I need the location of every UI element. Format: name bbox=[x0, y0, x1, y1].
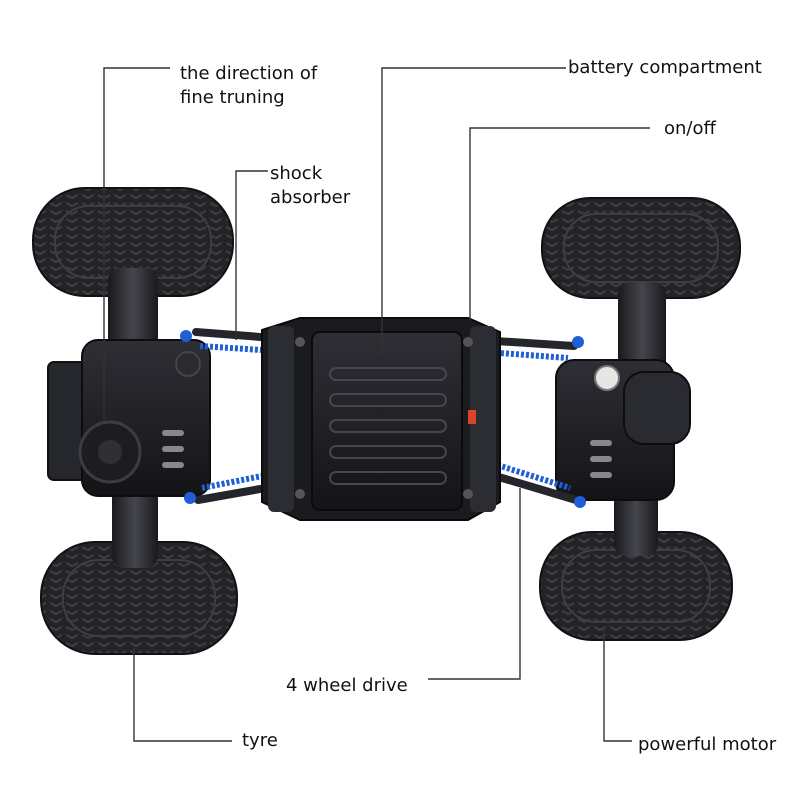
label-tyre: tyre bbox=[242, 730, 278, 751]
leader-on-off bbox=[469, 127, 650, 320]
label-shock-absorber-line1: shock bbox=[270, 163, 323, 184]
label-powerful-motor: powerful motor bbox=[638, 734, 777, 755]
label-shock-absorber: shock absorber bbox=[270, 162, 350, 210]
leader-tyre bbox=[133, 648, 232, 742]
leader-4-wheel-drive bbox=[428, 488, 521, 680]
leader-battery-compartment bbox=[381, 67, 566, 356]
label-4-wheel-drive: 4 wheel drive bbox=[286, 675, 408, 696]
leader-fine-turning bbox=[103, 67, 170, 420]
left-axle-housing bbox=[47, 268, 211, 568]
label-fine-turning: the direction of fine truning bbox=[180, 62, 317, 110]
label-battery-compartment: battery compartment bbox=[568, 57, 762, 78]
leader-powerful-motor bbox=[603, 628, 632, 742]
label-fine-turning-line1: the direction of bbox=[180, 63, 318, 84]
battery-compartment-cover bbox=[311, 331, 463, 511]
label-shock-absorber-line2: absorber bbox=[270, 187, 351, 208]
label-on-off: on/off bbox=[664, 118, 716, 139]
leader-shock-absorber bbox=[235, 170, 268, 340]
leader-lines bbox=[103, 67, 650, 742]
right-axle-housing bbox=[555, 282, 691, 556]
label-fine-turning-line2: fine truning bbox=[180, 87, 285, 108]
